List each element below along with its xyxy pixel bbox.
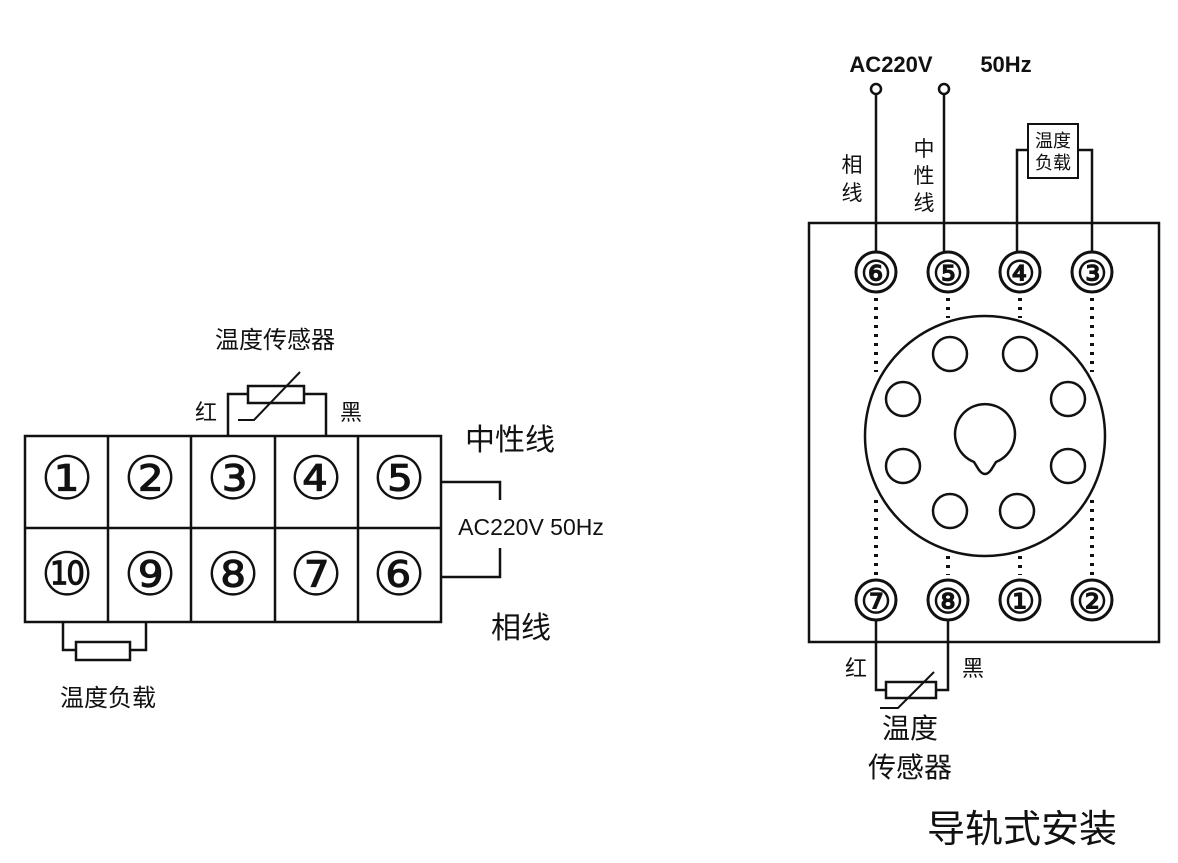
right-bottom-terminals: ⑦ ⑧ ① ② [854, 578, 1114, 622]
right-top-terminals: ⑥ ⑤ ④ ③ [854, 250, 1114, 294]
right-load-label-1: 温度 [1035, 131, 1071, 152]
right-terminal-5: ⑤ [933, 255, 963, 293]
right-terminal-8: ⑧ [933, 583, 963, 621]
right-terminal-6: ⑥ [861, 255, 891, 293]
left-load-label: 温度负载 [60, 684, 156, 712]
right-supply-terminal-phase [869, 82, 883, 96]
right-phase-label-1: 相 [842, 153, 863, 177]
right-black-label: 黑 [962, 657, 984, 682]
left-terminal-block: 温度传感器 红 黑 ① ② ③ ④ ⑤ ⑩ ⑨ ⑧ ⑦ ⑥ 中性线 AC220V [23, 326, 604, 712]
right-terminal-1: ① [1005, 583, 1035, 621]
right-terminal-4: ④ [1005, 255, 1035, 293]
right-load-label-2: 负载 [1035, 153, 1071, 174]
left-neutral-label: 中性线 [465, 423, 555, 458]
right-mount-label: 导轨式安装 [927, 807, 1117, 851]
left-red-label: 红 [195, 401, 217, 426]
right-phase-label-2: 线 [842, 181, 863, 205]
right-terminal-2: ② [1077, 583, 1107, 621]
right-sensor-label-1: 温度 [882, 712, 938, 745]
left-terminal-3: ③ [206, 445, 260, 512]
right-thermistor-icon [880, 671, 938, 709]
left-phase-label: 相线 [491, 611, 551, 646]
right-supply-freq: 50Hz [980, 52, 1031, 77]
right-red-label: 红 [845, 657, 867, 682]
left-load-icon [74, 640, 132, 662]
left-terminal-10: ⑩ [40, 541, 94, 608]
left-black-label: 黑 [340, 401, 362, 426]
right-neutral-label-1: 中 [914, 137, 935, 161]
right-terminal-7: ⑦ [861, 583, 891, 621]
left-terminal-9: ⑨ [123, 541, 177, 608]
left-terminal-4: ④ [289, 445, 343, 512]
right-sensor-label-2: 传感器 [868, 751, 952, 784]
left-terminal-1: ① [40, 445, 94, 512]
right-terminal-3: ③ [1077, 255, 1107, 293]
right-neutral-label-2: 性 [914, 164, 935, 188]
right-socket-frame [807, 221, 1161, 644]
left-terminal-7: ⑦ [289, 541, 343, 608]
right-neutral-label-3: 线 [914, 191, 935, 215]
left-thermistor-icon [238, 371, 306, 421]
left-terminal-8: ⑧ [206, 541, 260, 608]
left-terminal-5: ⑤ [372, 445, 426, 512]
left-sensor-label: 温度传感器 [215, 326, 335, 354]
right-supply-voltage: AC220V [849, 52, 932, 77]
left-terminal-6: ⑥ [372, 541, 426, 608]
octal-socket-icon [863, 314, 1107, 558]
left-terminal-2: ② [123, 445, 177, 512]
right-relay-socket: AC220V 50Hz 相 线 中 性 线 温度 负载 ⑥ ⑤ ④ ③ [807, 52, 1161, 851]
right-load-icon [1027, 123, 1079, 179]
left-supply-label: AC220V 50Hz [458, 514, 604, 540]
right-supply-terminal-neutral [937, 82, 951, 96]
